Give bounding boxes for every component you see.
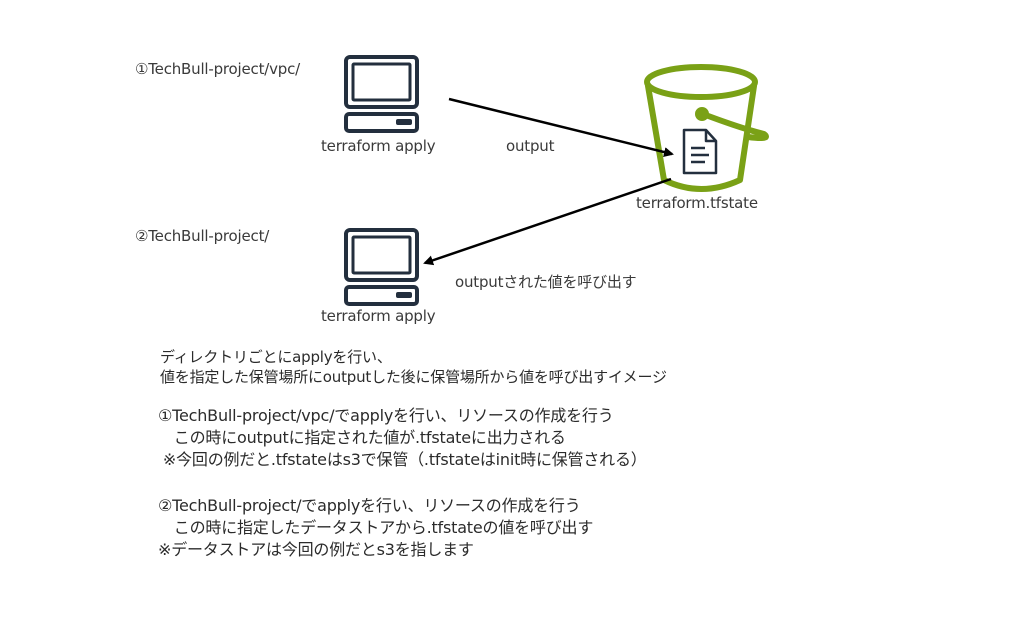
- step2-command-label: terraform apply: [321, 307, 436, 325]
- note-line: この時にoutputに指定された値が.tfstateに出力される: [158, 428, 566, 447]
- s3-bucket-icon: [644, 64, 769, 192]
- step1-directory-label: ①TechBull-project/vpc/: [135, 60, 301, 78]
- step1-notes: ①TechBull-project/vpc/でapplyを行い、リソースの作成を…: [158, 405, 647, 471]
- document-icon: [682, 128, 718, 175]
- output-arrow-label: output: [506, 137, 555, 155]
- computer-icon: [344, 55, 419, 133]
- output-arrow: [448, 97, 674, 157]
- note-line: ②TechBull-project/でapplyを行い、リソースの作成を行う: [158, 496, 581, 515]
- summary-line: 値を指定した保管場所にoutputした後に保管場所から値を呼び出すイメージ: [160, 368, 667, 386]
- summary-line: ディレクトリごとにapplyを行い、: [160, 348, 392, 366]
- tfstate-label: terraform.tfstate: [636, 194, 758, 212]
- fetch-arrow: [423, 177, 672, 266]
- step2-directory-label: ②TechBull-project/: [135, 227, 270, 245]
- step2-notes: ②TechBull-project/でapplyを行い、リソースの作成を行う こ…: [158, 495, 593, 561]
- note-line: ※今回の例だと.tfstateはs3で保管（.tfstateはinit時に保管さ…: [158, 450, 647, 469]
- note-line: ①TechBull-project/vpc/でapplyを行い、リソースの作成を…: [158, 406, 614, 425]
- fetch-arrow-label: outputされた値を呼び出す: [455, 273, 637, 291]
- summary-text: ディレクトリごとにapplyを行い、 値を指定した保管場所にoutputした後に…: [160, 347, 667, 387]
- computer-icon: [344, 228, 419, 306]
- note-line: ※データストアは今回の例だとs3を指します: [158, 540, 474, 559]
- step1-command-label: terraform apply: [321, 137, 436, 155]
- note-line: この時に指定したデータストアから.tfstateの値を呼び出す: [158, 518, 594, 537]
